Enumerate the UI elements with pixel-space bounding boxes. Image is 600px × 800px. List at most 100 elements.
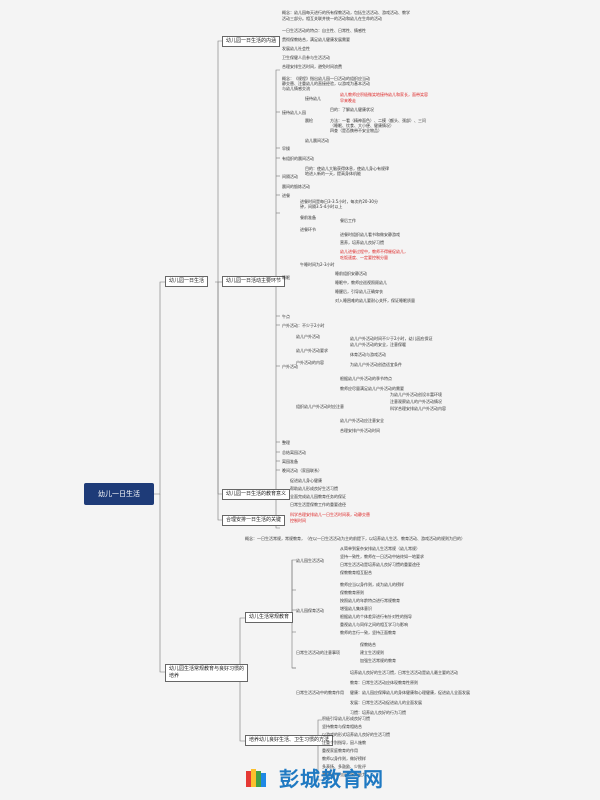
ruyuan-item: 接待幼儿 bbox=[305, 96, 321, 101]
wudian-item: 户外活动：不少于2小时 bbox=[282, 323, 325, 328]
habit-item: 注重个别指导，因人施教 bbox=[322, 740, 366, 745]
node-edu-meaning[interactable]: 幼儿园一日生活的教育意义 bbox=[222, 489, 291, 500]
group-title[interactable]: 幼儿园保育活动 bbox=[296, 608, 324, 613]
intro-line: 概念：幼儿园每天进行的所有保教活动，包括生活活动、游戏活动、教学 bbox=[282, 10, 410, 15]
group-item: 保教教育相互配合 bbox=[340, 570, 372, 575]
huwai-sub: 体育活动与游戏活动 bbox=[350, 352, 386, 357]
huwai-sub: 幼儿户外活动时间不少于2小时，幼儿园应保证 bbox=[350, 336, 433, 341]
ruyuan-line: 静交替、注重幼儿的直接经验，以游戏为基本活动 bbox=[282, 81, 370, 86]
huwai-item: 幼儿户外活动要求 bbox=[296, 348, 328, 353]
group-title[interactable]: 日常生活活动的注意事项 bbox=[296, 650, 340, 655]
group-item: 重视幼儿与同伴之间的相互学习与影响 bbox=[340, 622, 408, 627]
node-habit-methods[interactable]: 培养幼儿良好生活、卫生习惯的方法 bbox=[245, 735, 334, 746]
huwai-more: 为幼儿户外活动创设丰富环境 bbox=[390, 392, 442, 397]
huwai-more: 科学合理安排幼儿户外活动内容 bbox=[390, 406, 446, 411]
habit-item: 坚持教育与保育相结合 bbox=[322, 724, 362, 729]
huwai-more: 幼儿户外活动应注意安全 bbox=[340, 418, 384, 423]
edu-item: 日常生活是保教工作的重要途径 bbox=[290, 502, 346, 507]
chenjian-line: 地进入新的一天，提高身体机能 bbox=[305, 171, 361, 176]
group-item: 保教结合 bbox=[360, 642, 376, 647]
jinnan-item: 钟，间隔3.5-4小时以上 bbox=[300, 204, 343, 209]
wudian-item: 午点 bbox=[282, 314, 290, 319]
ruyuan-aim: 目的：了解幼儿健康状况 bbox=[330, 107, 374, 112]
group-item: 培养幼儿良好的生活习惯，日常生活活动是幼儿最主要的活动 bbox=[350, 670, 458, 675]
ruyuan-item: 晨检 bbox=[305, 118, 313, 123]
jinnan-title[interactable]: 进餐 bbox=[282, 193, 290, 198]
jinnan-sub: 餐前准备 bbox=[300, 215, 316, 220]
group-item: 增强幼儿集体意识 bbox=[340, 606, 372, 611]
jinnan-item: 进餐时间是每日3-3.5小时，每次约20-30分 bbox=[300, 199, 378, 204]
huwai-item: 幼儿户外活动 bbox=[296, 334, 320, 339]
habit-item: 积极引导幼儿形成良好习惯 bbox=[322, 716, 370, 721]
branch-daily-life[interactable]: 幼儿园一日生活 bbox=[165, 276, 209, 287]
node-intro[interactable]: 幼儿园一日生活的内涵 bbox=[222, 36, 281, 47]
book-logo-icon bbox=[246, 769, 266, 787]
plan-red-note: 控制时间 bbox=[290, 518, 306, 523]
group-item: 保教教育原则 bbox=[340, 590, 364, 595]
jinnan-red-note: 幼儿进餐过程中，教师不得催促幼儿， bbox=[340, 249, 408, 254]
group-item: 建立生活规则 bbox=[360, 650, 384, 655]
shuimian-item: 对入睡困难的幼儿要耐心关怀，保证睡眠质量 bbox=[335, 298, 415, 303]
habit-item: 多表扬、多鼓励、少批评 bbox=[322, 764, 366, 769]
chenjian-note: 间隔活动 bbox=[282, 174, 298, 179]
root-node[interactable]: 幼儿一日生活 bbox=[84, 483, 154, 505]
ruyuan-line: 概念：《规程》指出幼儿园一日活动的组织应当动 bbox=[282, 76, 370, 81]
liyuan-item: 总结离园活动 bbox=[282, 450, 306, 455]
intro-item: 发展幼儿社会性 bbox=[282, 46, 310, 51]
branch-routine-education[interactable]: 幼儿园生活常规教育与良好习惯的培养 bbox=[165, 664, 248, 682]
jinnan-sub: 营养，培养幼儿良好习惯 bbox=[340, 240, 384, 245]
group-item: 习惯：培养幼儿良好的行为习惯 bbox=[350, 710, 406, 715]
shuimian-item: 睡醒后，引导幼儿正确穿衣 bbox=[335, 289, 383, 294]
shuimian-item: 午睡时间为2-3小时 bbox=[300, 262, 335, 267]
intro-line: 活动三部分。相互关联并统一的活动和幼儿在生命的活动 bbox=[282, 16, 382, 21]
watermark: 彭城教育网 bbox=[245, 765, 505, 793]
group-item: 教师应当以身作则，成为幼儿的榜样 bbox=[340, 582, 404, 587]
liyuan-item: 整理 bbox=[282, 440, 290, 445]
node-routine-education[interactable]: 幼儿生活常规教育 bbox=[245, 612, 294, 623]
habit-item: 教师以身作则，做好榜样 bbox=[322, 756, 366, 761]
group-item: 日常生活活动是培养幼儿良好习惯的重要途径 bbox=[340, 562, 420, 567]
group-item: 发展：日常生活活动促进幼儿的全面发展 bbox=[350, 700, 422, 705]
habit-item: 重视幼儿的自我服务能力 bbox=[322, 772, 366, 777]
huwai-more: 根据幼儿户外活动的季节特点 bbox=[340, 376, 392, 381]
ruyuan-red-note: 幼儿教师应积极微笑地接待幼儿和家长，面带笑容 bbox=[340, 92, 428, 97]
huwai-item: 户外活动的内容 bbox=[296, 360, 324, 365]
intro-item: 贯彻保教结合，满足幼儿健康发展需要 bbox=[282, 37, 350, 42]
ruyuan-red-note: 早来晚走 bbox=[340, 98, 356, 103]
jinnan-sub: 餐后工作 bbox=[340, 218, 356, 223]
chenjian-title: 晨间的锻炼活动 bbox=[282, 184, 310, 189]
huwai-title[interactable]: 户外活动 bbox=[282, 364, 298, 369]
jinnan-sub: 进餐时组织幼儿看书和做安静游戏 bbox=[340, 232, 400, 237]
ruyuan-method: （睡眠、饮食、大小便、健康情况） bbox=[330, 123, 394, 128]
group-item: 加强生活常规的教育 bbox=[360, 658, 396, 663]
chenjian-item: 有组织的晨间活动 bbox=[282, 156, 314, 161]
habit-item: 重视家庭教育的作用 bbox=[322, 748, 358, 753]
liyuan-item: 晚间活动（家园联系） bbox=[282, 468, 322, 473]
jinnan-sub: 进餐环节 bbox=[300, 227, 316, 232]
ruyuan-title[interactable]: 接待幼儿入园 bbox=[282, 110, 306, 115]
huwai-sub: 为幼儿户外活动创造适宜条件 bbox=[350, 362, 402, 367]
group-title[interactable]: 幼儿园生活活动 bbox=[296, 558, 324, 563]
shuimian-title[interactable]: 睡眠 bbox=[282, 275, 290, 280]
group-item: 坚持一致性，教师在一日活动中始终如一地要求 bbox=[340, 554, 424, 559]
group-item: 从简单到复杂安排幼儿生活常规（幼儿常规） bbox=[340, 546, 420, 551]
ruyuan-method: 方法：一看（精神面色）、二摸（额头、颈部）、三问 bbox=[330, 118, 426, 123]
group-item: 按照幼儿的年龄特点进行常规教育 bbox=[340, 598, 400, 603]
watermark-text: 彭城教育网 bbox=[279, 767, 384, 791]
node-main-links[interactable]: 幼儿园一日活动主要环节 bbox=[222, 276, 286, 287]
huwai-sub: 幼儿户外活动的安全，注意保暖 bbox=[350, 342, 406, 347]
ruyuan-line: 与幼儿情感交流 bbox=[282, 86, 310, 91]
chenjian-line: 目的：使幼儿大脑获得休息，使幼儿身心有规律 bbox=[305, 166, 389, 171]
huwai-more: 合理安排户外活动时间 bbox=[340, 428, 380, 433]
plan-red-note: 科学合理安排幼儿一日生活时间表，动静交替 bbox=[290, 512, 370, 517]
chenjian-item: 早操 bbox=[282, 146, 290, 151]
group-item: 健康：幼儿园应保障幼儿的身体健康和心理健康，促进幼儿全面发展 bbox=[350, 690, 470, 695]
node-plan-key[interactable]: 合理安排一日生活的关键 bbox=[222, 515, 286, 526]
huwai-item: 组织幼儿户外活动时应注意 bbox=[296, 404, 344, 409]
group-title[interactable]: 日常生活活动中的教育作用 bbox=[296, 690, 344, 695]
shuimian-item: 睡眠中，教师应巡视照顾幼儿 bbox=[335, 280, 387, 285]
jinnan-red-note: 吃饭速度、一定要控制分量 bbox=[340, 255, 388, 260]
group-item: 教育：日常生活活动应体现教育性原则 bbox=[350, 680, 418, 685]
edu-item: 促进幼儿身心健康 bbox=[290, 478, 322, 483]
group-item: 教师的言行一致，坚持正面教育 bbox=[340, 630, 396, 635]
